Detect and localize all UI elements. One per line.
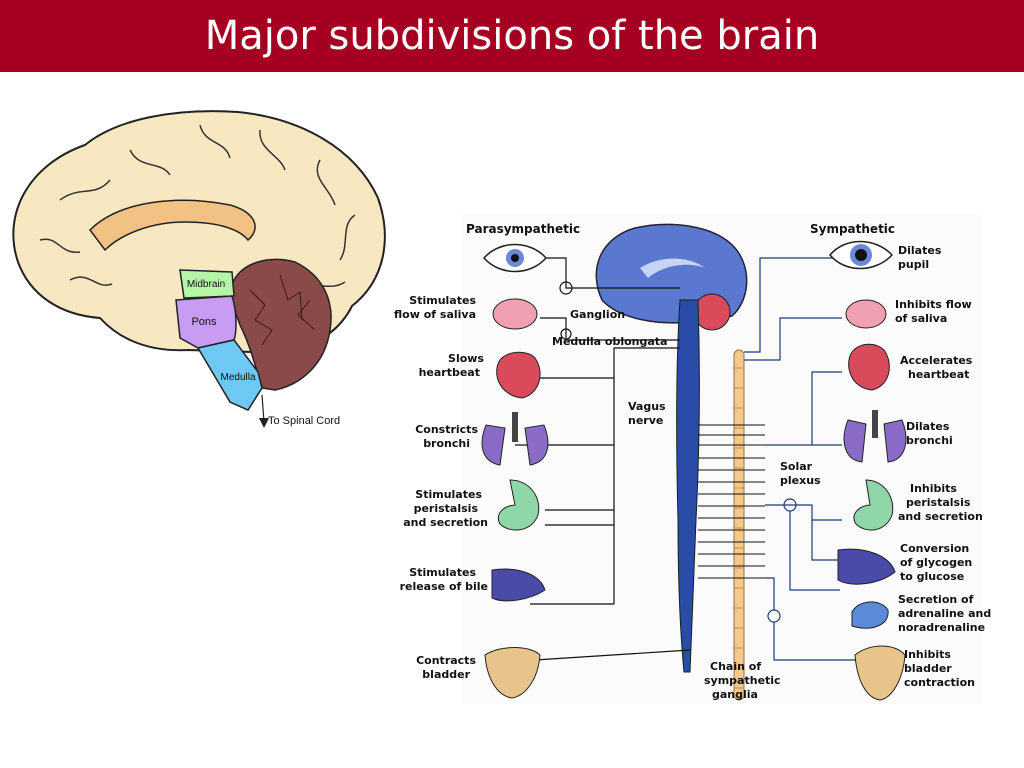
svg-text:Accelerates: Accelerates	[900, 354, 973, 367]
svg-text:pupil: pupil	[898, 258, 929, 271]
title-bar: Major subdivisions of the brain	[0, 0, 1024, 72]
symp-organs	[829, 240, 907, 701]
sympathetic-chain	[733, 349, 745, 701]
svg-text:Dilates: Dilates	[898, 244, 942, 257]
slide-title: Major subdivisions of the brain	[204, 13, 820, 59]
para-bladder-icon	[484, 647, 541, 699]
svg-text:bladder: bladder	[422, 668, 470, 681]
svg-text:Stimulates: Stimulates	[409, 566, 476, 579]
ans-diagram: Parasympathetic Sympathetic	[394, 214, 991, 704]
svg-text:to glucose: to glucose	[900, 570, 964, 583]
symp-adrenal-icon	[851, 601, 889, 629]
svg-text:peristalsis: peristalsis	[906, 496, 971, 509]
svg-text:Stimulates: Stimulates	[415, 488, 482, 501]
svg-text:heartbeat: heartbeat	[908, 368, 969, 381]
svg-text:and secretion: and secretion	[898, 510, 983, 523]
midbrain-label: Midbrain	[187, 279, 225, 290]
pons-label: Pons	[191, 316, 217, 328]
chain-label-1: Chain of	[710, 660, 761, 673]
chain-label-3: ganglia	[712, 688, 758, 701]
cerebellum	[230, 258, 332, 391]
svg-text:noradrenaline: noradrenaline	[898, 621, 985, 634]
symp-effect-2: Inhibits flow of saliva	[895, 298, 972, 325]
arrow-head-icon	[259, 418, 269, 428]
brain-sagittal-diagram: Midbrain Pons Medulla To Spinal Cord	[12, 110, 386, 428]
svg-text:and secretion: and secretion	[403, 516, 488, 529]
medulla	[196, 339, 263, 411]
svg-text:Slows: Slows	[448, 352, 484, 365]
symp-effect-8: Inhibits bladder contraction	[904, 648, 975, 689]
svg-text:heartbeat: heartbeat	[419, 366, 480, 379]
para-stomach-icon	[497, 479, 540, 531]
para-effect-2: Slows heartbeat	[419, 352, 485, 379]
svg-text:release of bile: release of bile	[400, 580, 488, 593]
svg-text:of saliva: of saliva	[895, 312, 947, 325]
symp-effect-5: Inhibits peristalsis and secretion	[898, 482, 983, 523]
para-effect-6: Contracts bladder	[416, 654, 476, 681]
svg-text:of glycogen: of glycogen	[900, 556, 972, 569]
chain-ganglia-ticks	[734, 367, 744, 689]
para-effect-5: Stimulates release of bile	[400, 566, 488, 593]
spinal-cord-label: To Spinal Cord	[268, 415, 340, 427]
svg-text:Dilates: Dilates	[906, 420, 950, 433]
para-effect-3: Constricts bronchi	[415, 423, 478, 450]
svg-text:Constricts: Constricts	[415, 423, 478, 436]
para-liver-icon	[491, 568, 546, 602]
ans-brain-inner	[640, 258, 705, 278]
svg-text:Contracts: Contracts	[416, 654, 476, 667]
para-organs	[481, 243, 549, 699]
para-trachea	[512, 412, 518, 442]
sympathetic-header: Sympathetic	[810, 222, 895, 236]
svg-text:Inhibits: Inhibits	[904, 648, 951, 661]
spinal-cord-arrow	[261, 394, 265, 423]
symp-effect-1: Dilates pupil	[898, 244, 942, 271]
svg-text:bronchi: bronchi	[906, 434, 953, 447]
ans-cerebellum	[693, 293, 731, 331]
parasympathetic-header: Parasympathetic	[466, 222, 580, 236]
chain-label-2: sympathetic	[704, 674, 781, 687]
cortex-folds	[39, 124, 356, 291]
sympathetic-lines	[744, 257, 856, 661]
para-lungs-icon	[481, 424, 549, 466]
symp-effect-4: Dilates bronchi	[906, 420, 953, 447]
medulla-label: Medulla	[220, 372, 255, 383]
svg-text:flow of saliva: flow of saliva	[394, 308, 476, 321]
svg-text:contraction: contraction	[904, 676, 975, 689]
svg-text:bronchi: bronchi	[423, 437, 470, 450]
symp-lungs-icon	[843, 419, 907, 463]
medulla-oblongata-label: Medulla oblongata	[552, 335, 667, 348]
svg-text:Secretion of: Secretion of	[898, 593, 974, 606]
svg-text:Conversion: Conversion	[900, 542, 969, 555]
symp-liver-icon	[837, 548, 896, 585]
svg-text:peristalsis: peristalsis	[414, 502, 479, 515]
para-effect-4: Stimulates peristalsis and secretion	[403, 488, 488, 529]
vagus-nerve-label-2: nerve	[628, 414, 663, 427]
solar-plexus-label-2: plexus	[780, 474, 821, 487]
symp-bladder-icon	[854, 645, 906, 701]
symp-effect-7: Secretion of adrenaline and noradrenalin…	[898, 593, 991, 634]
corpus-callosum	[89, 199, 256, 252]
svg-text:adrenaline and: adrenaline and	[898, 607, 991, 620]
para-heart-icon	[496, 351, 541, 399]
symp-effect-3: Accelerates heartbeat	[900, 354, 973, 381]
cerebellum-folds	[249, 274, 316, 346]
vagus-nerve-label-1: Vagus	[628, 400, 666, 413]
symp-effect-6: Conversion of glycogen to glucose	[900, 542, 972, 583]
symp-salivary-gland-icon	[845, 299, 887, 329]
ganglion-label: Ganglion	[570, 308, 625, 321]
svg-text:Inhibits flow: Inhibits flow	[895, 298, 972, 311]
svg-text:bladder: bladder	[904, 662, 952, 675]
svg-text:Stimulates: Stimulates	[409, 294, 476, 307]
midbrain	[179, 269, 235, 299]
solar-plexus-label-1: Solar	[780, 460, 813, 473]
symp-stomach-icon	[853, 479, 894, 531]
spinal-connections	[698, 424, 765, 579]
symp-heart-icon	[848, 343, 890, 391]
symp-trachea	[872, 410, 878, 438]
para-effect-1: Stimulates flow of saliva	[394, 294, 476, 321]
para-salivary-gland-icon	[492, 298, 538, 330]
svg-text:Inhibits: Inhibits	[910, 482, 957, 495]
